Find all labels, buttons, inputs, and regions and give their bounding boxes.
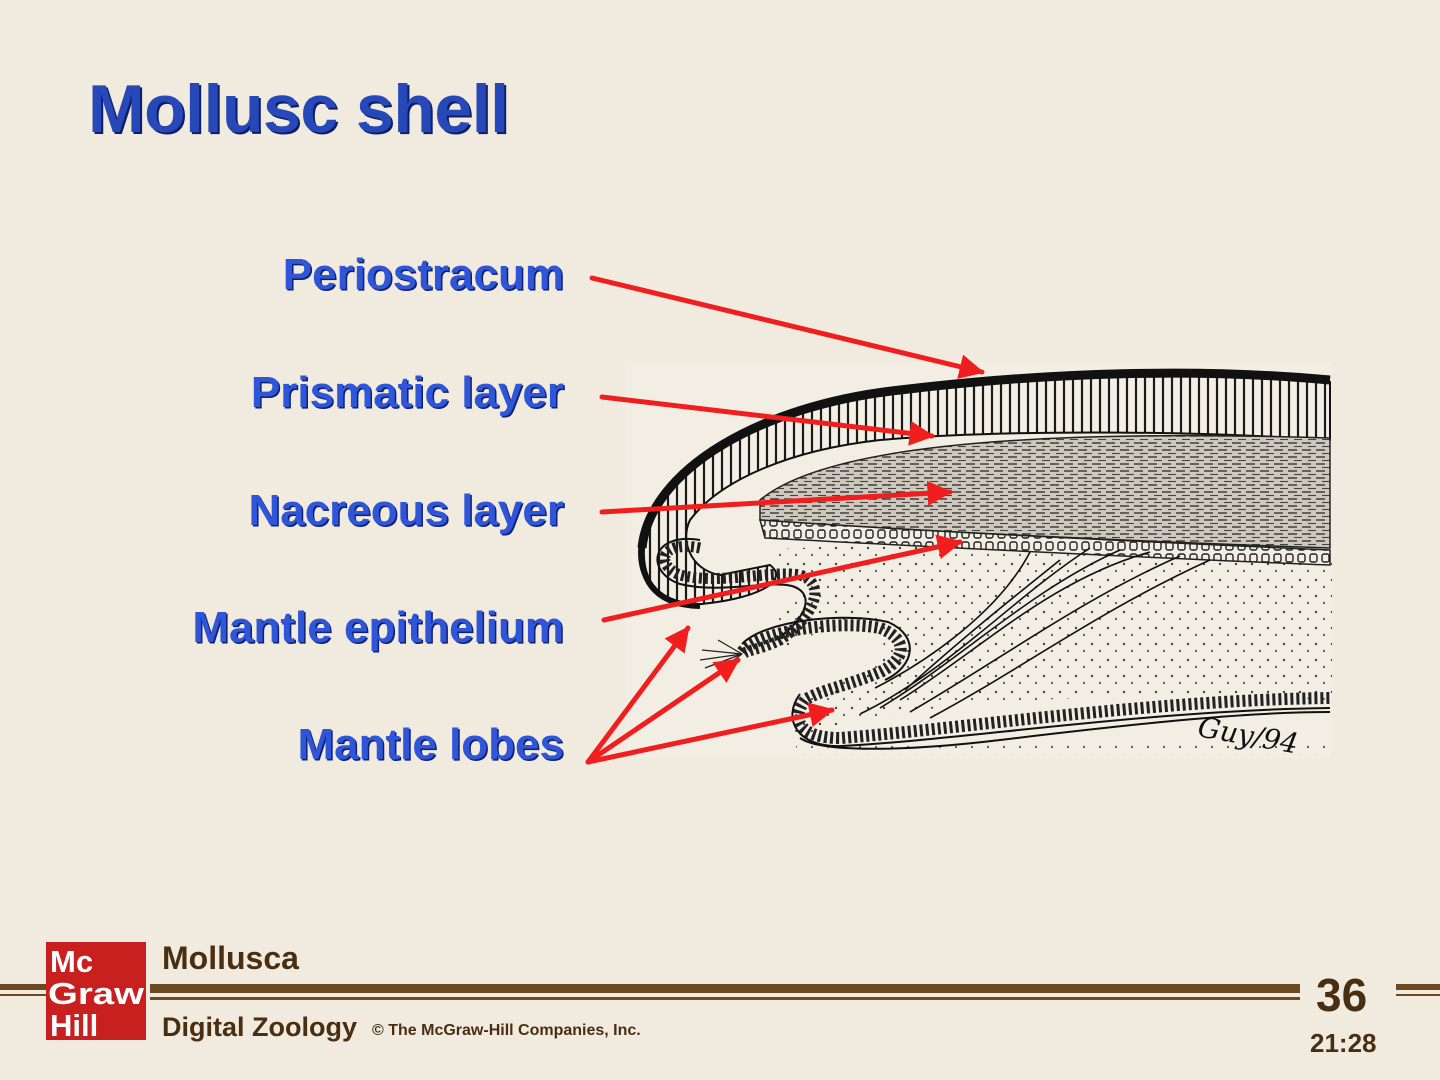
mcgraw-hill-logo: Mc Graw Hill [46, 942, 146, 1040]
label-mantle-epithelium: Mantle epithelium [192, 603, 564, 652]
mantle-epithelium-band [758, 519, 1331, 566]
logo-line-3: Hill [50, 1008, 98, 1040]
logo-line-1: Mc [50, 944, 93, 979]
mantle-body [770, 545, 1332, 755]
arrow-mantle-epithelium [601, 534, 963, 623]
footer-rule-right-thin [1396, 994, 1440, 996]
periostracum-edge [637, 368, 1331, 549]
footer-rule-left-thin [0, 994, 46, 996]
outer-mantle-fold [659, 541, 821, 659]
footer-course-title: Digital Zoology [162, 1012, 357, 1042]
slide-title: Mollusc shell [88, 71, 509, 147]
pointer-arrows [585, 275, 985, 765]
label-prismatic-layer: Prismatic layer [250, 368, 564, 417]
footer-rule-left [0, 984, 46, 990]
footer-rule-thin [150, 997, 1300, 1000]
label-nacreous-layer: Nacreous layer [248, 486, 564, 535]
inner-mantle-lobe-outline [791, 693, 1331, 748]
mantle-lower-edge [799, 711, 1331, 750]
footer-copyright: © The McGraw-Hill Companies, Inc. [372, 1022, 641, 1039]
footer-rule-right [1396, 984, 1440, 990]
arrow-nacreous-layer [599, 480, 953, 515]
arrow-periostracum [589, 275, 985, 379]
retractor-muscle-fibres [859, 547, 1211, 719]
footer-rule [150, 984, 1300, 993]
slide-number: 36 [1316, 969, 1368, 1021]
label-mantle-lobes: Mantle lobes [297, 720, 565, 769]
outer-mantle-fold-outline [656, 537, 807, 641]
arrow-mantle-lobe-2 [585, 657, 741, 765]
arrow-mantle-lobe-3 [585, 702, 835, 765]
middle-mantle-lobe-outline [741, 616, 911, 681]
logo-line-2: Graw [48, 976, 145, 1011]
arrow-mantle-lobe-1 [585, 625, 691, 765]
footer-subject: Mollusca [162, 940, 299, 976]
clock-time: 21:28 [1310, 1028, 1377, 1058]
inner-mantle-lobe [792, 692, 1331, 745]
arrow-prismatic-layer [599, 394, 935, 446]
periostracum-lower-edge [638, 547, 701, 609]
label-periostracum: Periostracum [282, 250, 564, 299]
